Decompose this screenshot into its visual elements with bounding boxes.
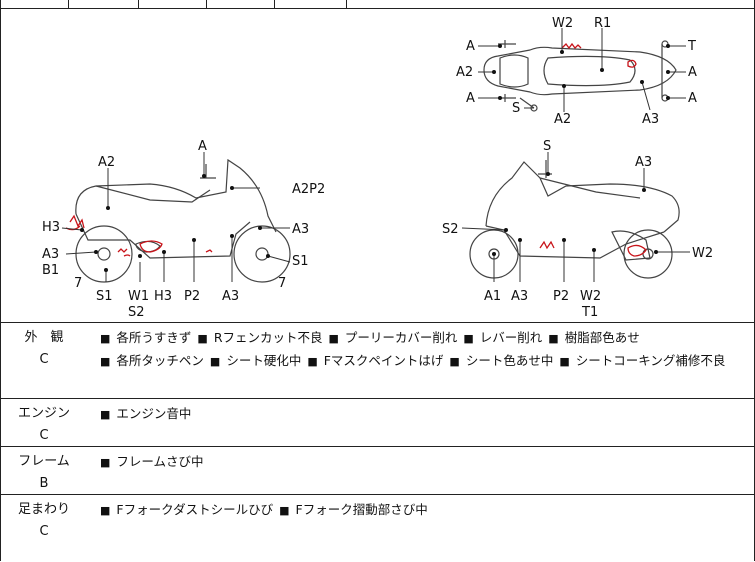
condition-row-exterior: 外 観 C 各所うすきず Rフェンカット不良 プーリーカバー削れ レバー削れ 樹… <box>0 322 755 399</box>
row-grade: C <box>39 524 49 539</box>
row-items: 各所うすきず Rフェンカット不良 プーリーカバー削れ レバー削れ 樹脂部色あせ … <box>98 327 748 373</box>
label: S1 <box>96 289 113 304</box>
condition-item: シート硬化中 <box>208 353 301 368</box>
label: A3 <box>292 222 309 237</box>
condition-item: Fフォーク摺動部さび中 <box>277 502 428 517</box>
label: S2 <box>442 222 459 237</box>
row-grade: C <box>39 428 49 443</box>
label: 7 <box>278 276 286 291</box>
label: A2 <box>554 112 571 127</box>
row-items: Fフォークダストシールひび Fフォーク摺動部さび中 <box>98 499 748 522</box>
column-divider <box>138 0 139 8</box>
condition-item: 樹脂部色あせ <box>546 330 639 345</box>
label: A3 <box>222 289 239 304</box>
row-grade: B <box>39 476 49 491</box>
condition-item: エンジン音中 <box>98 406 191 421</box>
column-divider <box>274 0 275 8</box>
condition-row-frame: フレーム B フレームさび中 <box>0 446 755 495</box>
condition-item: 各所うすきず <box>98 330 191 345</box>
label: A <box>466 39 475 54</box>
row-header: 外 観 C <box>0 323 88 371</box>
column-divider <box>346 0 347 8</box>
label: A <box>466 91 475 106</box>
label: P2 <box>184 289 200 304</box>
label: A3 <box>642 112 659 127</box>
label: A <box>688 65 697 80</box>
label: W1 <box>128 289 149 304</box>
label: W2 <box>692 246 713 261</box>
condition-item: プーリーカバー削れ <box>326 330 457 345</box>
left-side-view: A A2 A2P2 H3 A3 B1 7 S1 W1 S2 H3 P2 A3 7… <box>42 139 325 320</box>
label: A2P2 <box>292 182 325 197</box>
row-header: フレーム B <box>0 447 88 495</box>
frame-left <box>0 0 1 561</box>
label: W2 <box>580 289 601 304</box>
condition-item: Fフォークダストシールひび <box>98 502 273 517</box>
row-label: エンジン <box>17 406 70 421</box>
condition-item: シートコーキング補修不良 <box>557 353 725 368</box>
label: A3 <box>635 155 652 170</box>
row-header: エンジン C <box>0 399 88 447</box>
label: A2 <box>98 155 115 170</box>
top-table-edge <box>0 0 755 9</box>
label: A <box>688 91 697 106</box>
row-items: フレームさび中 <box>98 451 748 474</box>
top-view: A A2 A S W2 R1 A2 T A A A3 <box>456 16 697 127</box>
condition-row-suspension: 足まわり C Fフォークダストシールひび Fフォーク摺動部さび中 <box>0 494 755 562</box>
label: A2 <box>456 65 473 80</box>
label: T1 <box>581 305 598 320</box>
row-header: 足まわり C <box>0 495 88 543</box>
label: 7 <box>74 276 82 291</box>
label: S2 <box>128 305 145 320</box>
label: A1 <box>484 289 501 304</box>
label: T <box>687 39 696 54</box>
column-divider <box>206 0 207 8</box>
row-items: エンジン音中 <box>98 403 748 426</box>
damage-diagram: A A2 A S W2 R1 A2 T A A A3 <box>42 16 713 320</box>
label: H3 <box>154 289 172 304</box>
condition-item: レバー削れ <box>461 330 542 345</box>
row-label: 外 観 <box>24 330 64 345</box>
label: P2 <box>553 289 569 304</box>
label: A3 <box>511 289 528 304</box>
condition-item: Fマスクペイントはげ <box>305 353 443 368</box>
label: B1 <box>42 263 59 278</box>
label: S <box>512 101 520 116</box>
column-divider <box>68 0 69 8</box>
condition-row-engine: エンジン C エンジン音中 <box>0 398 755 447</box>
label: S <box>543 139 551 154</box>
row-label: 足まわり <box>17 502 70 517</box>
label: W2 <box>552 16 573 31</box>
condition-item: Rフェンカット不良 <box>195 330 322 345</box>
label: H3 <box>42 220 60 235</box>
condition-item: 各所タッチペン <box>98 353 204 368</box>
label: A <box>198 139 207 154</box>
condition-item: シート色あせ中 <box>447 353 553 368</box>
row-grade: C <box>39 352 49 367</box>
row-label: フレーム <box>18 454 70 469</box>
label: R1 <box>594 16 611 31</box>
label: S1 <box>292 254 309 269</box>
label: A3 <box>42 247 59 262</box>
right-side-view: S A3 S2 A1 A3 P2 W2 T1 W2 <box>442 139 713 320</box>
condition-item: フレームさび中 <box>98 454 204 469</box>
